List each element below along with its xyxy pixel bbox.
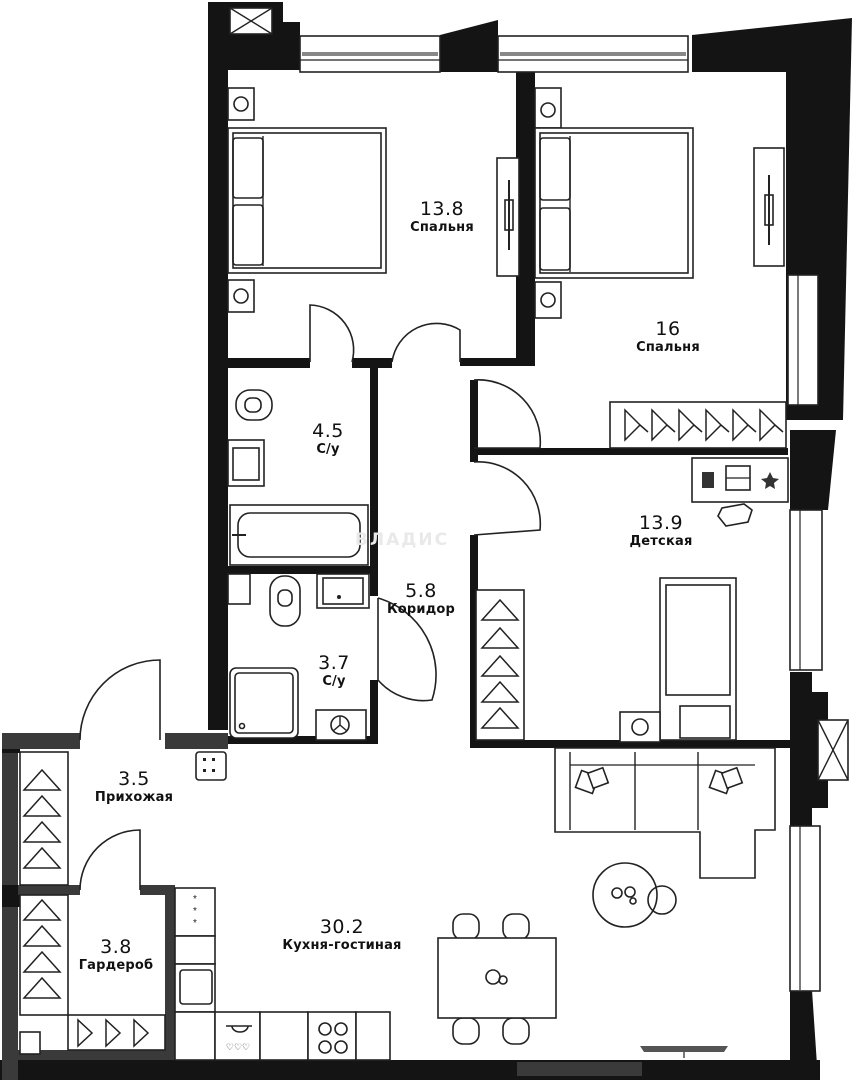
room-area: 30.2 xyxy=(319,916,365,938)
bed-double-2 xyxy=(534,127,694,279)
room-label-corridor: 5.8 Коридор xyxy=(387,580,455,618)
room-area: 4.5 xyxy=(312,420,344,442)
nightstand-icons xyxy=(227,87,562,319)
room-name: С/у xyxy=(316,442,340,457)
room-name: Спальня xyxy=(636,340,700,355)
room-area: 3.7 xyxy=(318,652,350,674)
tv-stand xyxy=(640,1046,728,1058)
sofa xyxy=(554,747,776,879)
room-area: 16 xyxy=(655,318,681,340)
room-label-kitchen-living: 30.2 Кухня-гостиная xyxy=(282,916,401,954)
kitchen-units: * * * ♡♡♡ xyxy=(174,887,391,1061)
dining-table xyxy=(437,913,557,1045)
room-area: 3.8 xyxy=(100,936,132,958)
kids-wardrobe xyxy=(475,589,525,741)
room-name: Кухня-гостиная xyxy=(282,938,402,953)
room-label-kids-room: 13.9 Детская xyxy=(630,512,693,550)
room-label-hallway: 3.5 Прихожая xyxy=(95,768,173,806)
room-label-bedroom-2: 16 Спальня xyxy=(636,318,700,356)
bathroom-2-fixtures xyxy=(227,573,370,741)
doors xyxy=(79,304,542,891)
room-name: Детская xyxy=(629,534,693,549)
svg-text:*: * xyxy=(193,894,197,905)
room-area: 3.5 xyxy=(118,768,150,790)
room-label-bathroom-1: 4.5 С/у xyxy=(312,420,344,458)
interior-walls xyxy=(18,358,790,1060)
bed-double-1 xyxy=(227,127,387,274)
tv-unit-1 xyxy=(496,147,785,277)
svg-text:♡♡♡: ♡♡♡ xyxy=(226,1042,250,1052)
watermark: ВЛАДИС xyxy=(355,530,450,550)
room-area: 13.9 xyxy=(638,512,684,534)
electrical-panel xyxy=(195,751,227,781)
windows xyxy=(229,7,849,992)
room-name: С/у xyxy=(322,674,346,689)
kids-desk xyxy=(691,457,789,527)
room-area: 13.8 xyxy=(419,198,465,220)
room-label-bedroom-1: 13.8 Спальня xyxy=(410,198,474,236)
bathroom-1-fixtures xyxy=(227,389,369,566)
coffee-table xyxy=(592,862,677,928)
room-name: Прихожая xyxy=(94,790,174,805)
room-name: Спальня xyxy=(410,220,474,235)
room-name: Коридор xyxy=(386,602,456,617)
room-label-wardrobe: 3.8 Гардероб xyxy=(79,936,154,974)
svg-text:*: * xyxy=(193,906,197,917)
hallway-wardrobe-hangers xyxy=(19,751,166,1055)
room-label-bathroom-2: 3.7 С/у xyxy=(318,652,350,690)
wardrobe-bedroom-2 xyxy=(609,401,787,449)
svg-text:*: * xyxy=(193,918,197,929)
single-bed xyxy=(619,577,737,743)
room-name: Гардероб xyxy=(78,958,154,973)
room-area: 5.8 xyxy=(405,580,437,602)
